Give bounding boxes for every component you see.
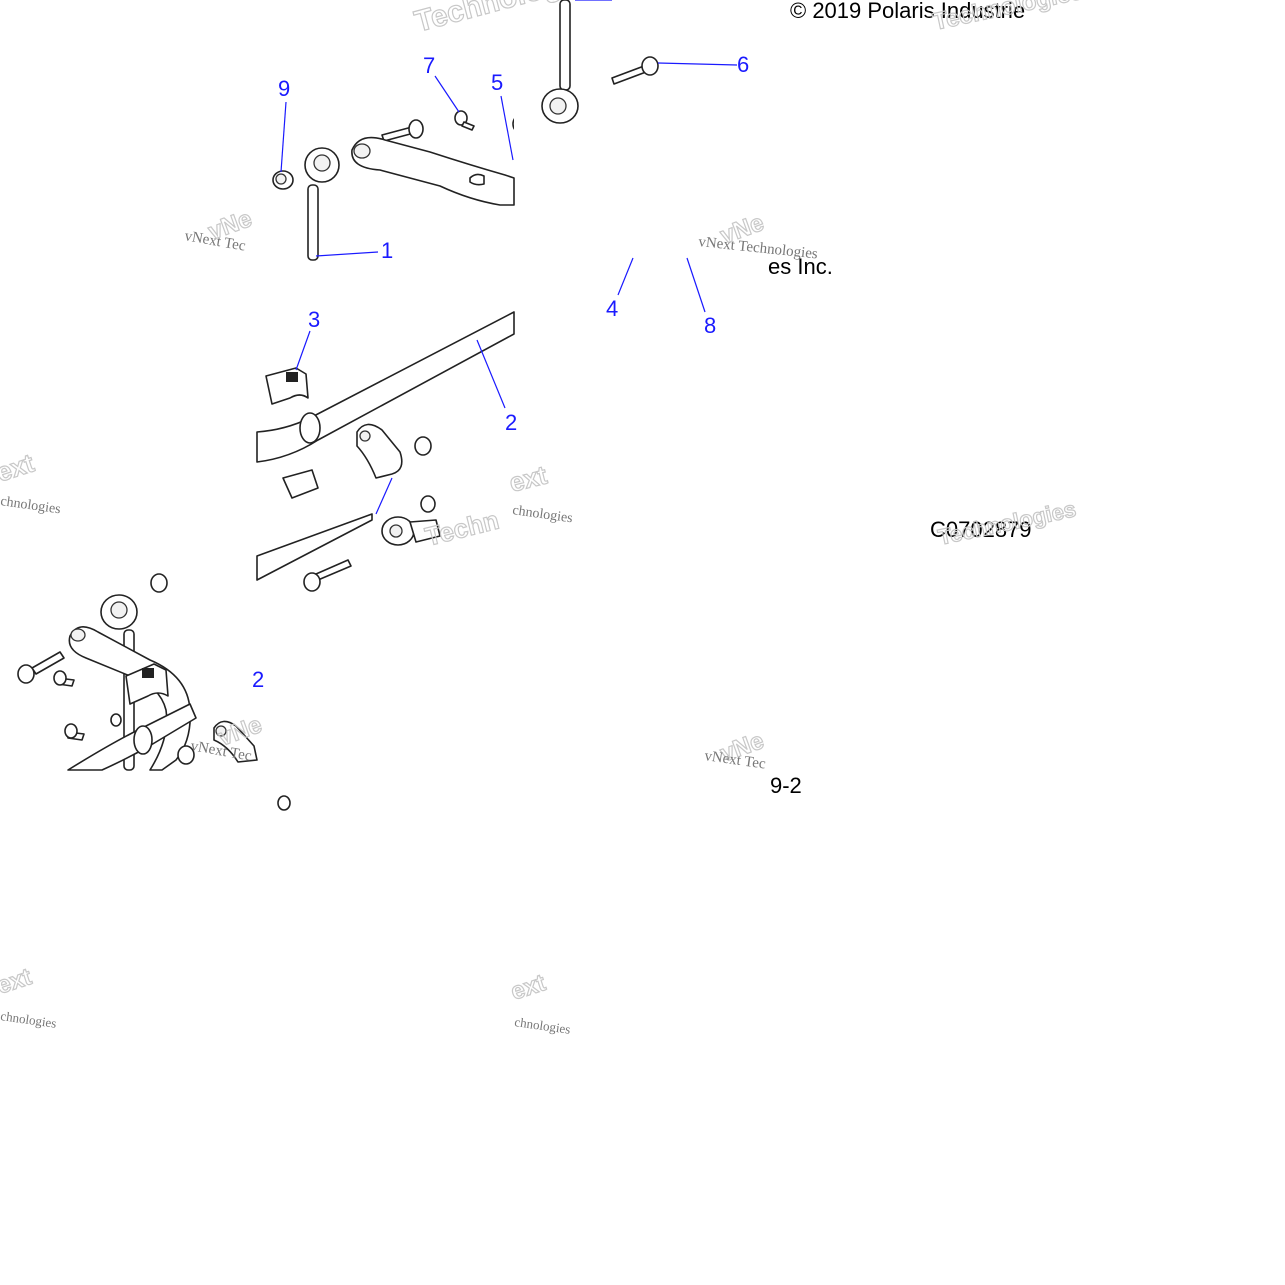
bolt-part [381, 119, 424, 142]
callout-4: 4 [606, 296, 618, 321]
clamp-part [356, 423, 403, 479]
bolt-part-6 [611, 56, 659, 85]
svg-text:chnologies: chnologies [514, 1014, 572, 1037]
watermark-technologies-2: Technologies [931, 0, 1086, 36]
bolt-part-2 [17, 651, 65, 684]
middle-tile: 3 2 chnologies ext Techn [256, 307, 574, 592]
svg-text:vNe: vNe [215, 711, 266, 751]
callout-2-secondary: 2 [252, 667, 264, 692]
watermark-fragment-3: Techn [422, 505, 502, 552]
watermark-technologies: Technologies [411, 0, 604, 39]
copyright-text: © 2019 Polaris Industrie [790, 0, 1025, 23]
stabilizer-bar-part-2 [67, 703, 197, 771]
callout-8: 8 [704, 313, 716, 338]
nut-part [272, 170, 294, 190]
svg-text:chnologies: chnologies [0, 494, 62, 517]
watermark-fragment: chnologies [511, 503, 573, 526]
svg-text:ext: ext [508, 969, 549, 1005]
callout-7: 7 [423, 53, 435, 78]
bushing-part [265, 367, 309, 405]
small-bolt-part [454, 110, 475, 131]
lower-left-tile: 2 vNext Tec [17, 573, 291, 811]
link-rod-part [541, 0, 579, 124]
code-fragment: 9-2 [770, 773, 802, 798]
svg-text:vNe: vNe [205, 205, 256, 245]
callout-2: 2 [505, 410, 517, 435]
bolt-part-lower [303, 559, 352, 592]
callout-3: 3 [308, 307, 320, 332]
upper-right-tile: 6 4 8 © 2019 Polaris Industrie es Inc. v… [541, 0, 1086, 550]
watermark-brand: vNext Technologies [698, 234, 819, 262]
svg-text:ext: ext [0, 963, 35, 999]
callout-5: 5 [491, 70, 503, 95]
callout-1: 1 [381, 238, 393, 263]
link-end-part [381, 516, 441, 546]
inc-text-fragment: es Inc. [768, 254, 833, 279]
bushing-part-2 [125, 663, 169, 705]
figure-id: C0702879 [930, 517, 1032, 542]
stabilizer-link-part [304, 147, 340, 261]
svg-text:chnologies: chnologies [0, 1008, 57, 1031]
watermark-fragment-2: ext [506, 460, 550, 498]
callout-6: 6 [737, 52, 749, 77]
arm-bracket-part [351, 136, 515, 206]
clamp-part-2 [213, 720, 258, 763]
stabilizer-bar-part [256, 311, 515, 463]
callout-9: 9 [278, 76, 290, 101]
svg-text:ext: ext [0, 447, 38, 487]
